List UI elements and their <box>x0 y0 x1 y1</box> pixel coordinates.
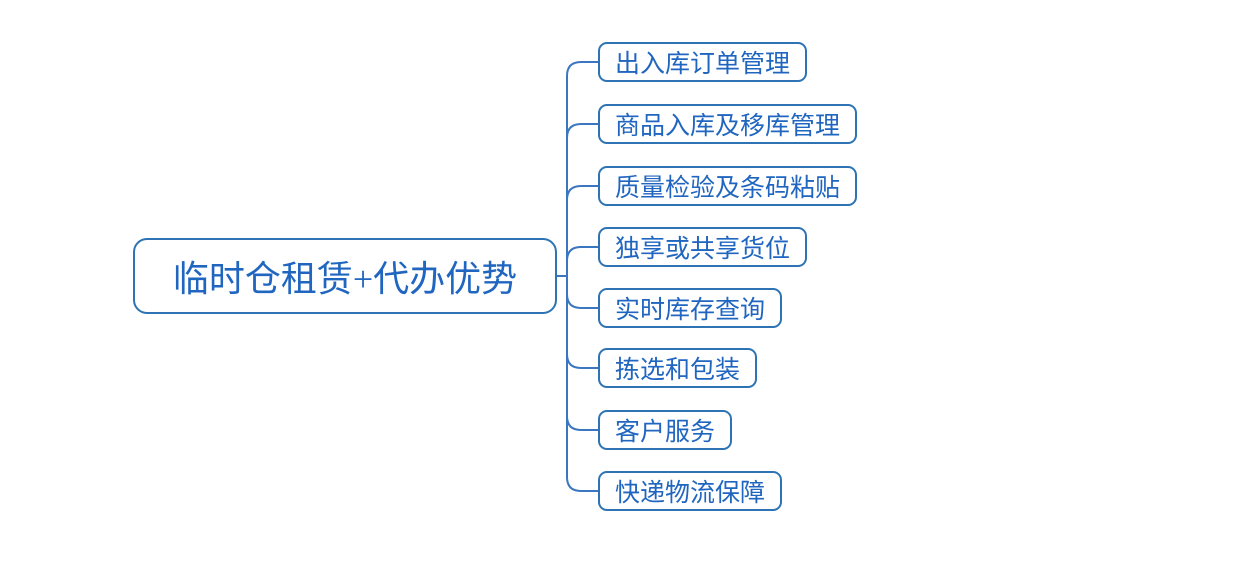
branch-node-5[interactable]: 实时库存查询 <box>598 288 783 328</box>
branch-node-label: 实时库存查询 <box>615 297 766 324</box>
central-node[interactable]: 临时仓租赁+代办优势 <box>133 238 557 314</box>
branch-node-label: 拣选和包装 <box>615 357 741 384</box>
branch-node-7[interactable]: 客户服务 <box>598 410 733 450</box>
branch-node-2[interactable]: 商品入库及移库管理 <box>598 104 858 144</box>
branch-node-8[interactable]: 快递物流保障 <box>598 471 783 511</box>
branch-node-label: 质量检验及条码粘贴 <box>615 175 841 202</box>
branch-node-label: 出入库订单管理 <box>615 51 791 78</box>
branch-node-6[interactable]: 拣选和包装 <box>598 348 758 388</box>
central-node-label: 临时仓租赁+代办优势 <box>172 259 518 299</box>
branch-node-3[interactable]: 质量检验及条码粘贴 <box>598 166 858 206</box>
branch-node-label: 快递物流保障 <box>615 480 766 507</box>
branch-node-label: 独享或共享货位 <box>615 236 791 263</box>
branch-node-label: 商品入库及移库管理 <box>615 113 841 140</box>
branch-node-4[interactable]: 独享或共享货位 <box>598 227 808 267</box>
branch-node-1[interactable]: 出入库订单管理 <box>598 42 808 82</box>
branch-node-label: 客户服务 <box>615 419 716 446</box>
